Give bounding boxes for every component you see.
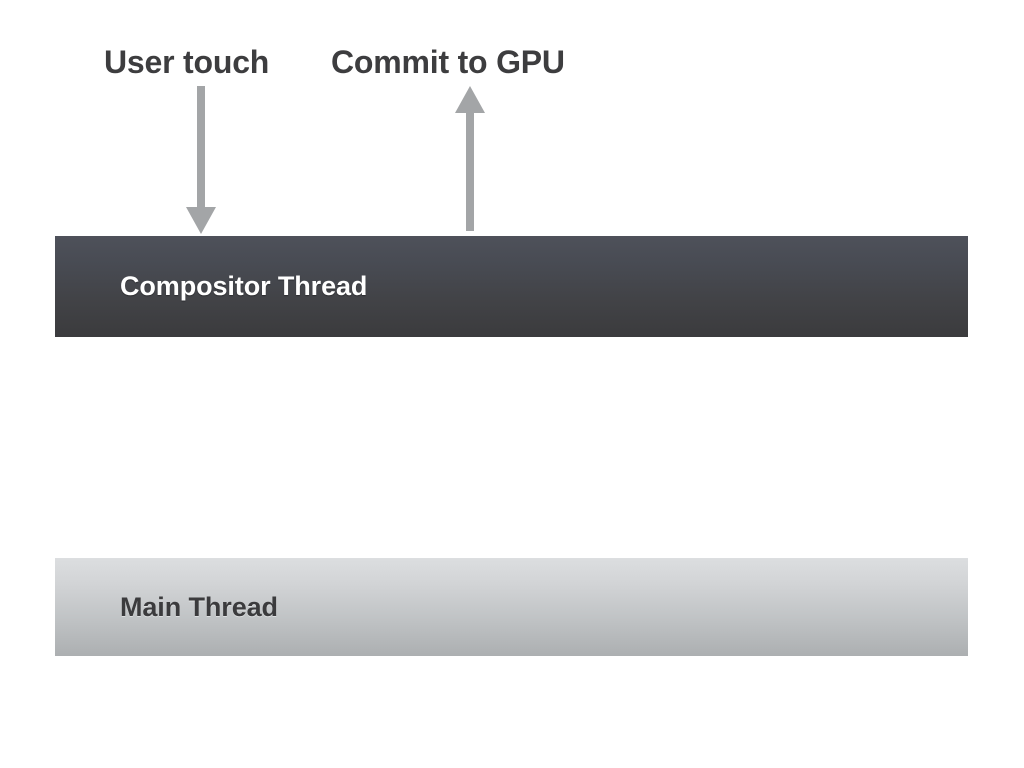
down-arrow-icon-user-touch: [186, 86, 216, 234]
lane-main-thread: Main Thread: [55, 558, 968, 656]
lane-label-compositor-thread: Compositor Thread: [120, 271, 368, 301]
annotation-label-user-touch: User touch: [104, 44, 270, 80]
lane-compositor-thread: Compositor Thread: [55, 236, 968, 337]
annotation-label-commit-to-gpu: Commit to GPU: [331, 44, 565, 80]
up-arrow-icon-commit-to-gpu: [455, 86, 485, 231]
lane-label-main-thread: Main Thread: [120, 591, 278, 622]
